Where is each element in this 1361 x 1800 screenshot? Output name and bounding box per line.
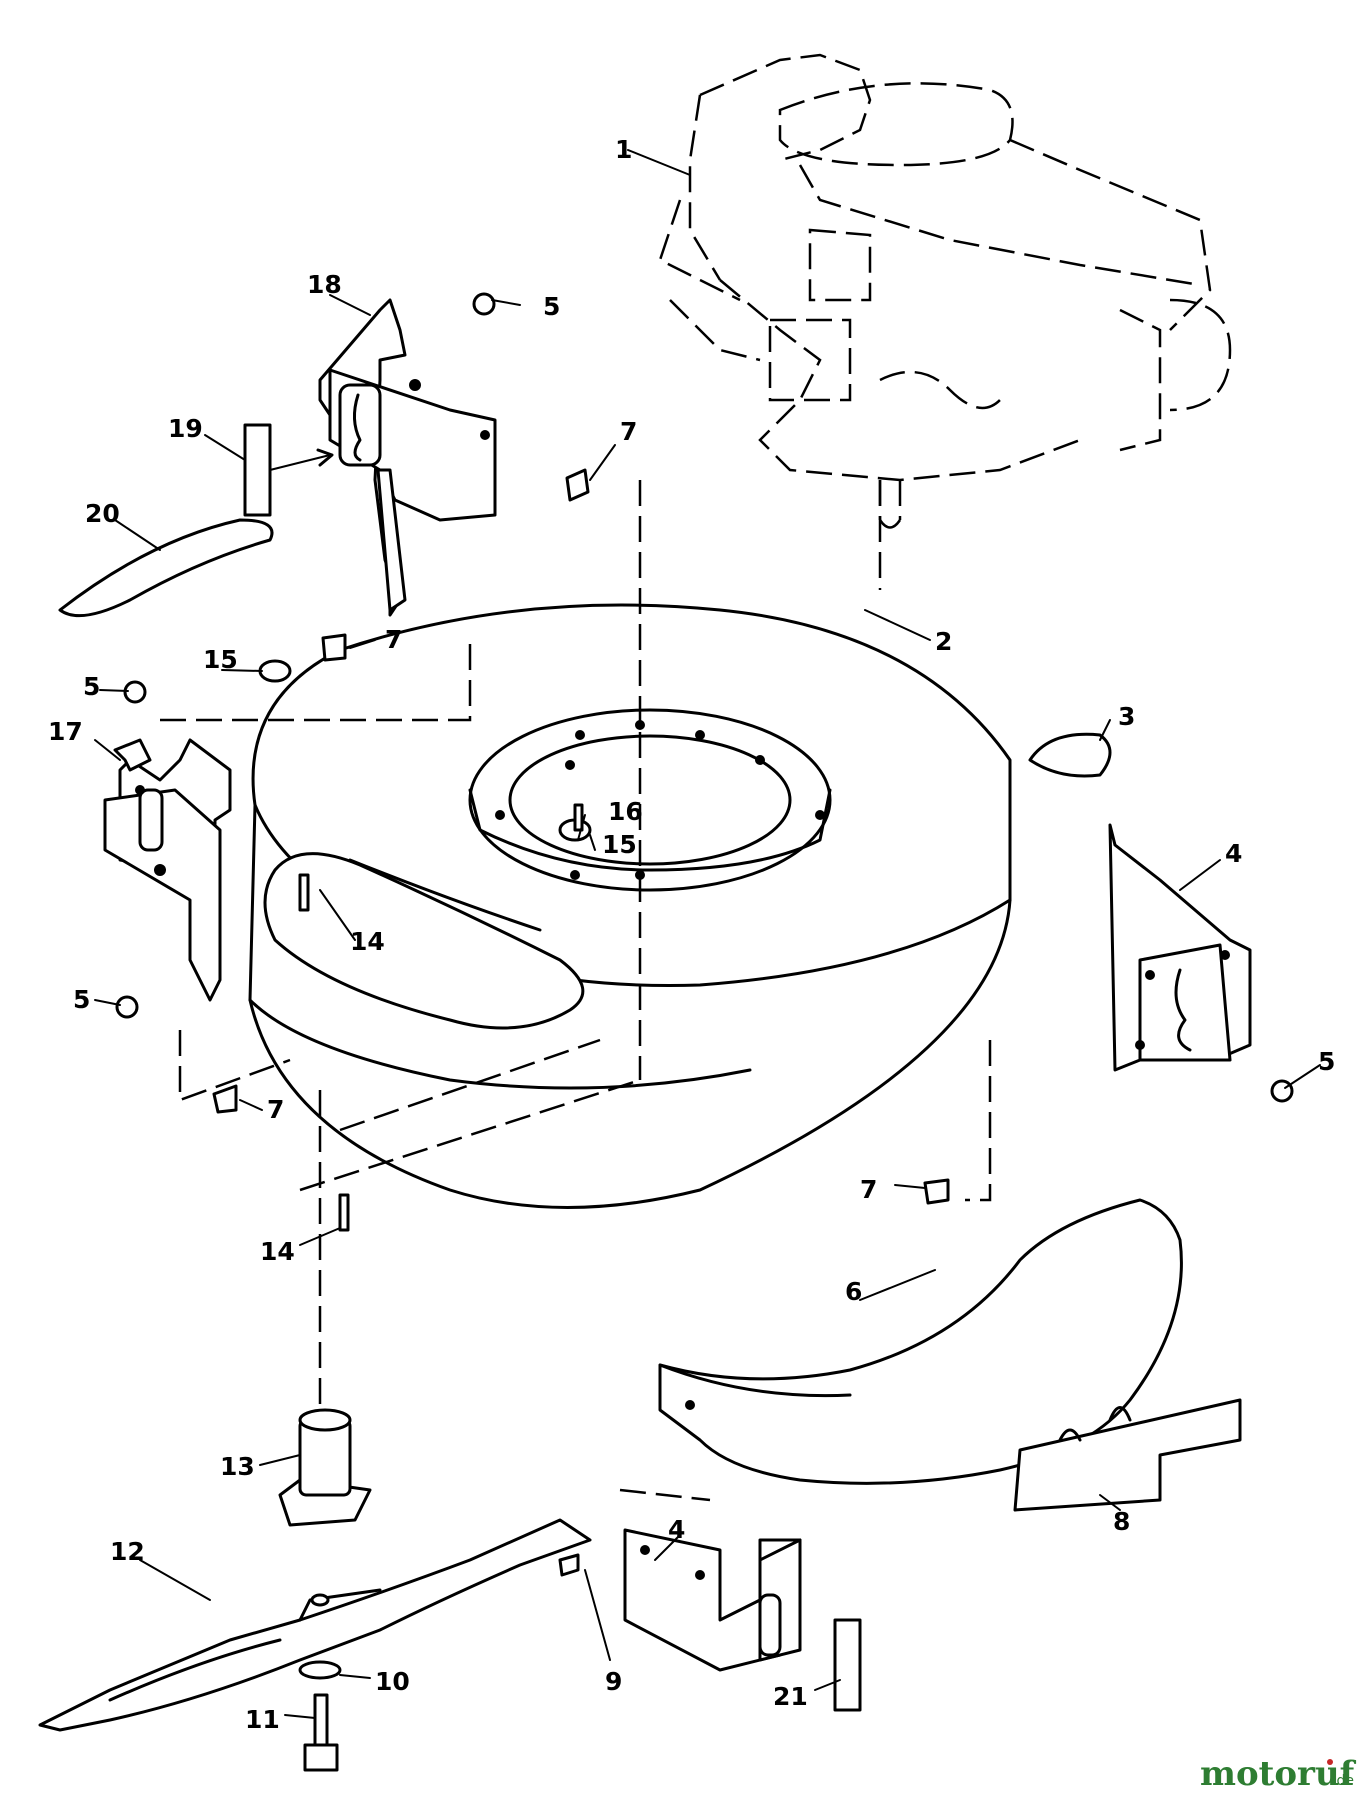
label-5-right: 5 (1318, 1047, 1335, 1076)
nut-5-left (123, 680, 147, 704)
label-7-left: 7 (385, 625, 402, 654)
screw-7-top (565, 468, 590, 502)
label-15-left: 15 (203, 645, 238, 674)
label-4-lower: 4 (668, 1515, 685, 1544)
label-19: 19 (168, 414, 203, 443)
label-5-lower-left: 5 (73, 985, 90, 1014)
label-5-top: 5 (543, 292, 560, 321)
bolt-14-lower (338, 1193, 350, 1232)
label-9: 9 (605, 1667, 622, 1696)
screw-9 (558, 1553, 580, 1577)
hardware (115, 292, 1294, 1577)
bracket-part-17 (103, 738, 232, 1002)
label-5-left: 5 (83, 672, 100, 701)
label-16: 16 (608, 797, 643, 826)
screw-7-right (923, 1178, 950, 1205)
label-part-19 (243, 423, 272, 517)
label-7-top: 7 (620, 417, 637, 446)
label-17: 17 (48, 717, 83, 746)
label-part-21 (833, 1618, 862, 1712)
bolt-16 (573, 803, 584, 832)
label-21: 21 (773, 1682, 808, 1711)
label-7-right: 7 (860, 1175, 877, 1204)
label-11: 11 (245, 1705, 280, 1734)
label-14-upper: 14 (350, 927, 385, 956)
bracket-part-18 (318, 298, 497, 617)
label-10: 10 (375, 1667, 410, 1696)
leader-lines (94, 149, 1321, 1719)
label-part-8 (1013, 1398, 1242, 1512)
label-14-lower: 14 (260, 1237, 295, 1266)
watermark-suffix: .de (1332, 1773, 1354, 1789)
label-6: 6 (845, 1277, 862, 1306)
bolt-part-11 (303, 1693, 339, 1772)
nut-5-right (1270, 1079, 1294, 1103)
blade-part-12 (38, 1518, 592, 1732)
label-7-lower-left: 7 (267, 1095, 284, 1124)
strip-part-20 (58, 518, 274, 618)
washer-15-left (258, 659, 292, 683)
bracket-part-4-right (1108, 823, 1252, 1072)
label-18: 18 (307, 270, 342, 299)
adapter-part-13 (278, 1408, 372, 1527)
label-1: 1 (615, 135, 632, 164)
label-12: 12 (110, 1537, 145, 1566)
engine-part-1 (658, 53, 1232, 529)
watermark-logo: motoruf .de (1200, 1754, 1357, 1794)
label-3: 3 (1118, 702, 1135, 731)
label-20: 20 (85, 499, 120, 528)
nut-5-lower-left (115, 995, 139, 1019)
callout-labels: 1 2 3 4 4 5 5 5 5 6 7 7 7 7 8 9 10 11 12… (48, 135, 1335, 1734)
label-13: 13 (220, 1452, 255, 1481)
label-15-center: 15 (602, 830, 637, 859)
label-2: 2 (935, 627, 952, 656)
label-4-upper: 4 (1225, 839, 1242, 868)
bolt-14-upper (298, 873, 310, 912)
screw-7-lower-left (212, 1084, 238, 1114)
clip-part-3 (1028, 732, 1112, 778)
label-8: 8 (1113, 1507, 1130, 1536)
nut-5-top (472, 292, 496, 316)
screw-7-left (321, 633, 347, 662)
chute-part-6 (658, 1198, 1183, 1485)
washer-part-10 (298, 1660, 342, 1680)
bracket-part-4-lower (623, 1528, 802, 1672)
deck-part-2 (248, 603, 1012, 1209)
